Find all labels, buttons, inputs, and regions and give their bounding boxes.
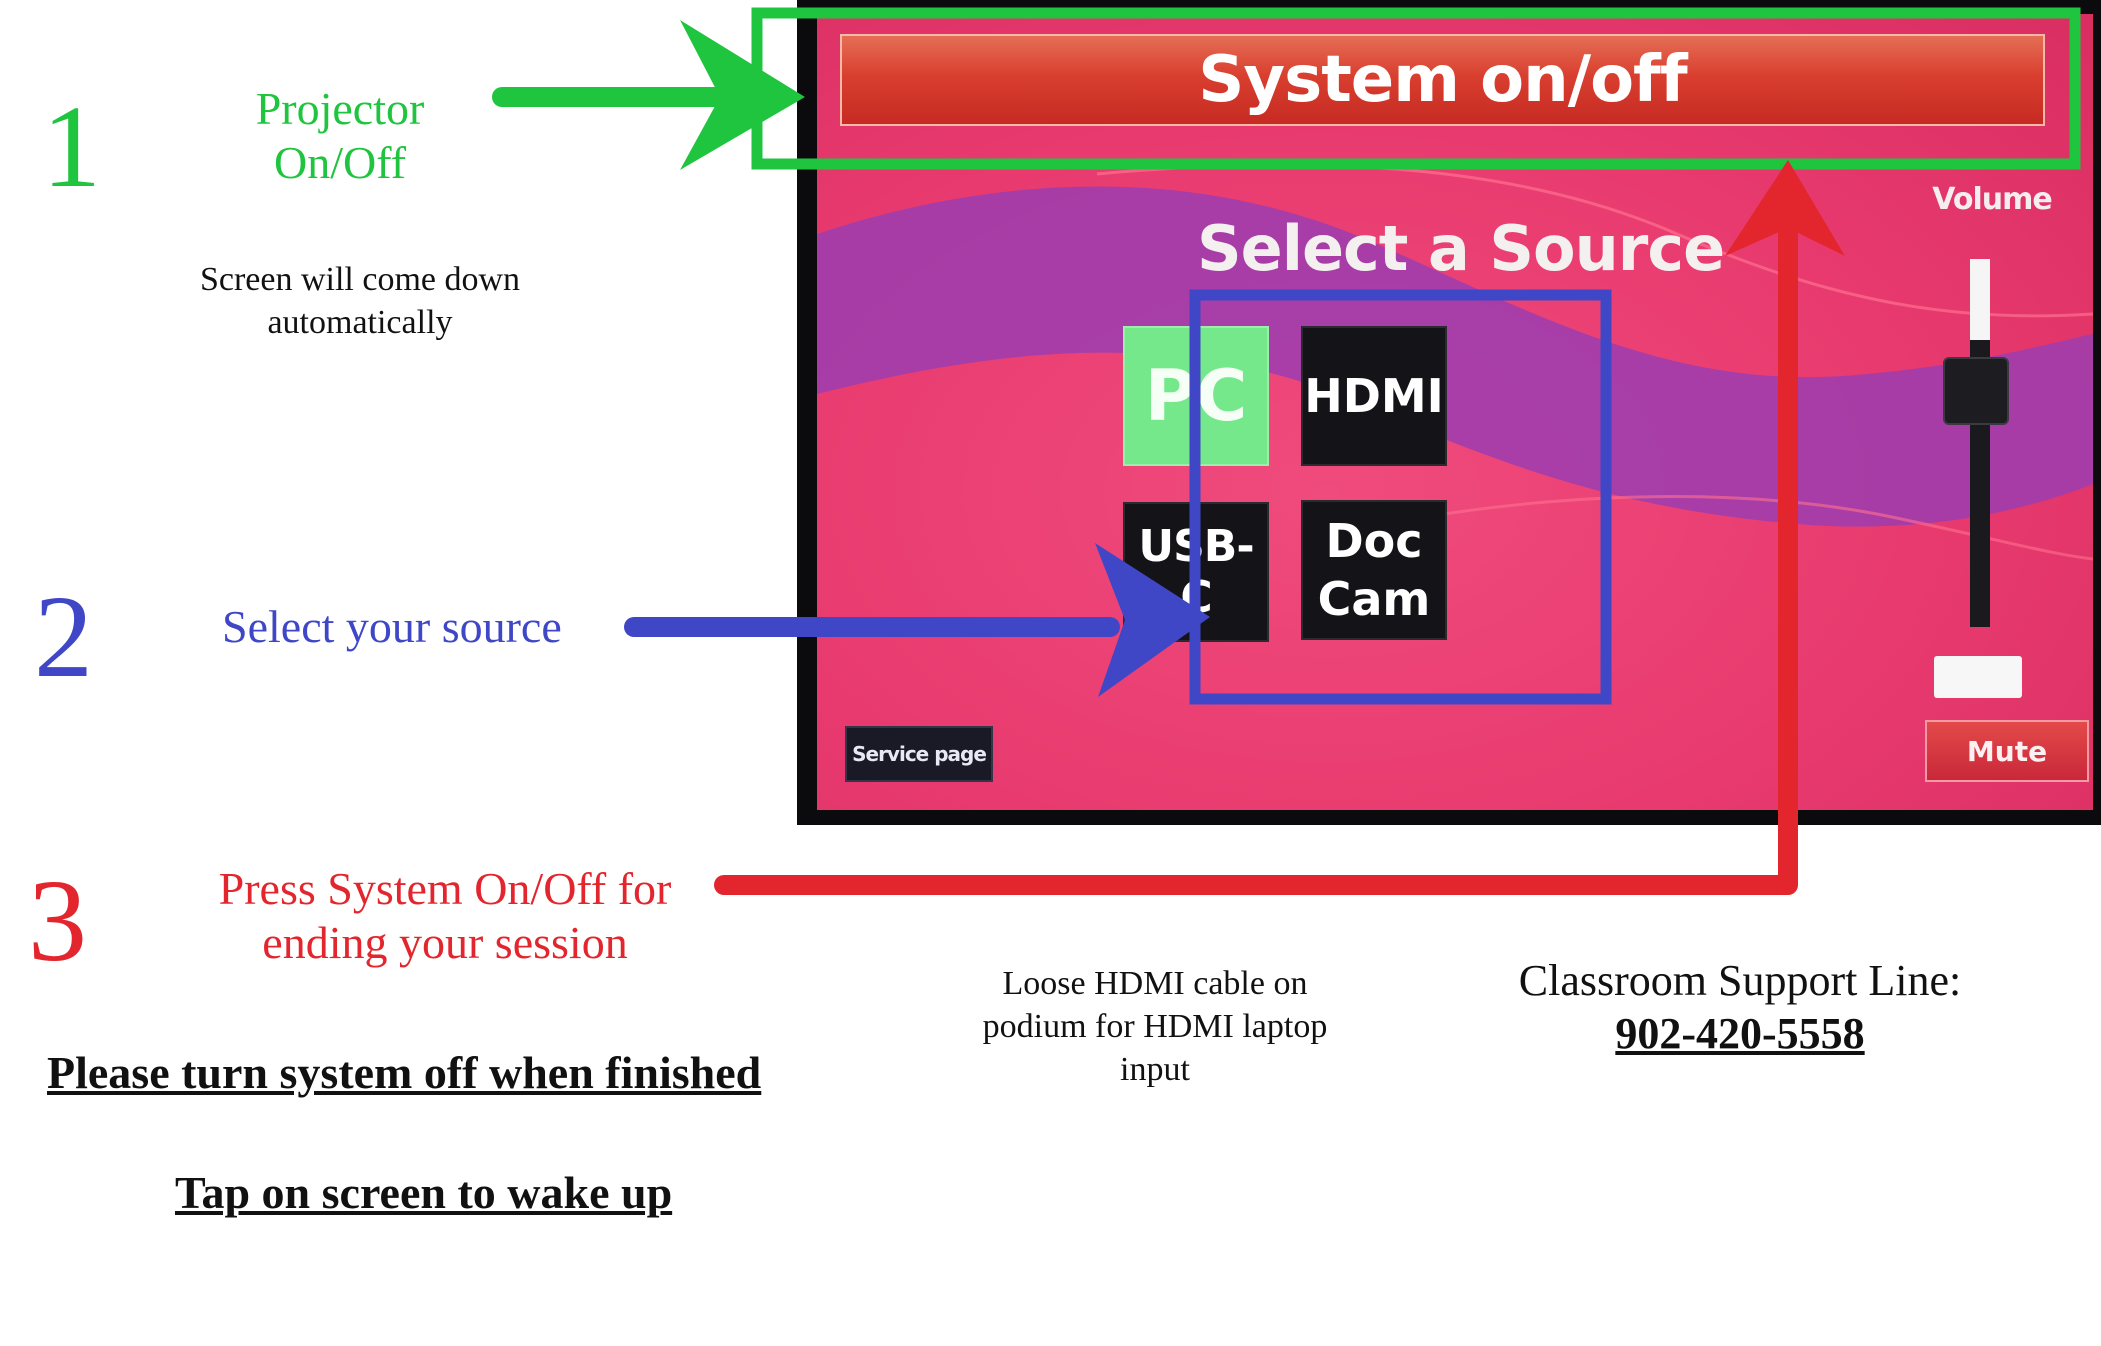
volume-slider-knob[interactable] — [1943, 357, 2009, 425]
background-wave — [817, 163, 2093, 561]
support-label: Classroom Support Line: — [1518, 956, 1962, 1005]
source-pc-button[interactable]: PC — [1123, 326, 1269, 466]
support-info: Classroom Support Line: 902-420-5558 — [1500, 954, 1980, 1060]
step-3-number: 3 — [28, 855, 87, 986]
volume-label: Volume — [1932, 182, 2052, 217]
source-usbc-button[interactable]: USB-C — [1123, 502, 1269, 642]
system-power-button[interactable]: System on/off — [840, 34, 2045, 126]
touch-panel: System on/off Select a Source PC HDMI US… — [797, 0, 2101, 825]
step-1-note: Screen will come down automatically — [199, 261, 521, 341]
step-2-title: Select your source — [222, 601, 562, 652]
turn-off-note: Please turn system off when finished — [47, 1047, 762, 1098]
step-1-title: Projector On/Off — [255, 83, 425, 188]
select-source-title: Select a Source — [1197, 212, 1725, 285]
touch-screen[interactable]: System on/off Select a Source PC HDMI US… — [817, 14, 2093, 810]
hdmi-cable-note: Loose HDMI cable on podium for HDMI lapt… — [982, 965, 1328, 1088]
step-3-title: Press System On/Off for ending your sess… — [218, 863, 672, 968]
volume-slider-track[interactable] — [1970, 259, 1990, 627]
mute-indicator — [1934, 656, 2022, 698]
step-2-number: 2 — [34, 571, 93, 702]
step-1-number: 1 — [42, 81, 101, 212]
service-page-button[interactable]: Service page — [845, 726, 993, 782]
arrow-right-icon — [492, 20, 805, 170]
support-phone: 902-420-5558 — [1615, 1009, 1865, 1058]
wake-note: Tap on screen to wake up — [175, 1167, 673, 1218]
mute-button[interactable]: Mute — [1925, 720, 2089, 782]
source-hdmi-button[interactable]: HDMI — [1301, 326, 1447, 466]
